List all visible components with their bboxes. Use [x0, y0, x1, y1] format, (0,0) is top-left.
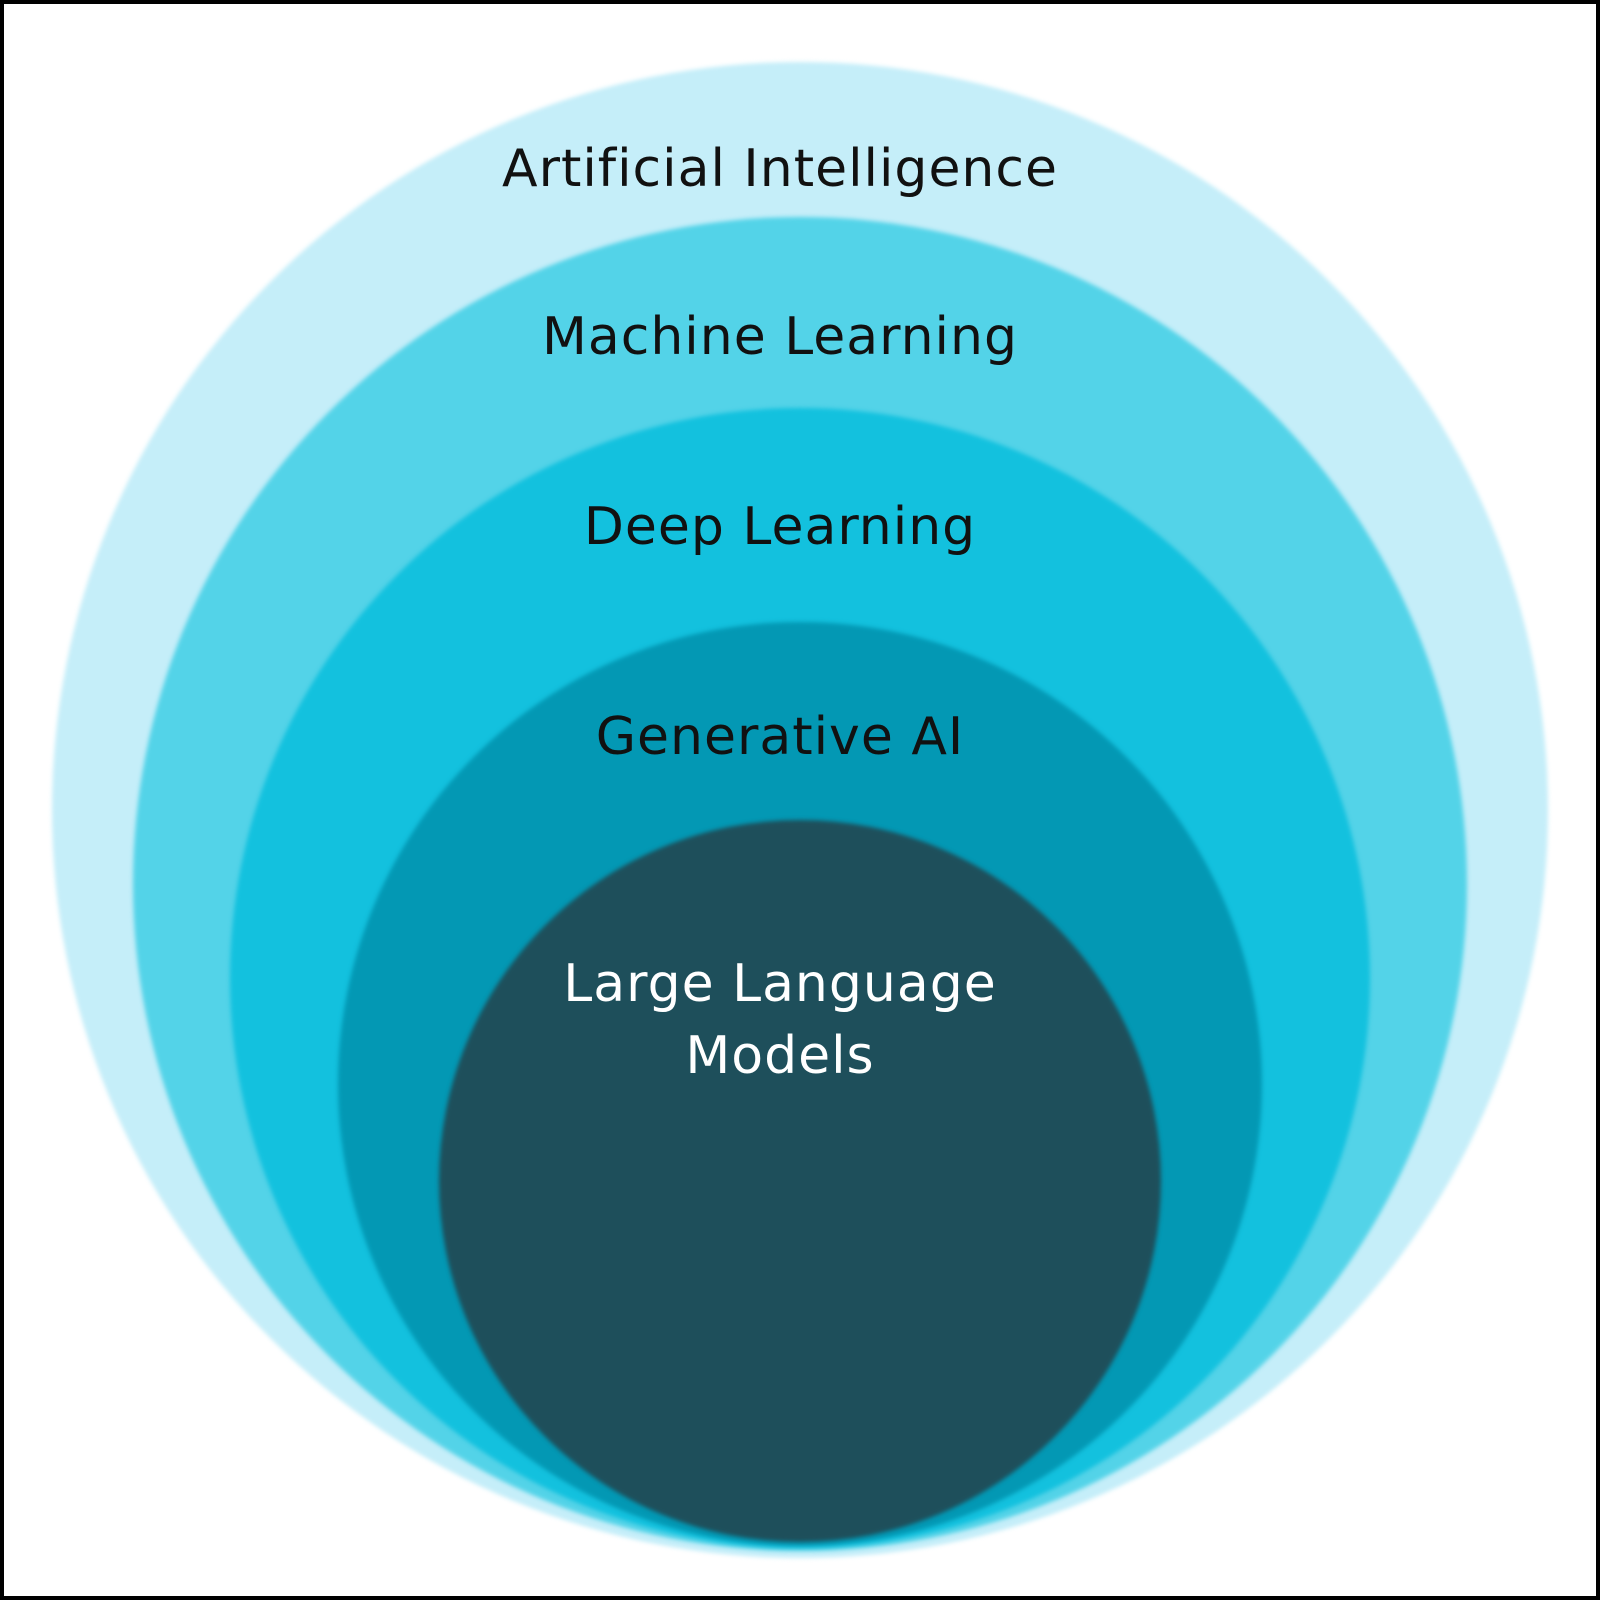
label-generative-ai: Generative AI — [595, 707, 965, 767]
label-large-language-models: Large Language Models — [563, 954, 997, 1086]
label-machine-learning: Machine Learning — [542, 307, 1018, 367]
circle-large-language-models — [439, 820, 1161, 1542]
label-deep-learning: Deep Learning — [583, 497, 977, 557]
label-artificial-intelligence: Artificial Intelligence — [502, 139, 1058, 199]
